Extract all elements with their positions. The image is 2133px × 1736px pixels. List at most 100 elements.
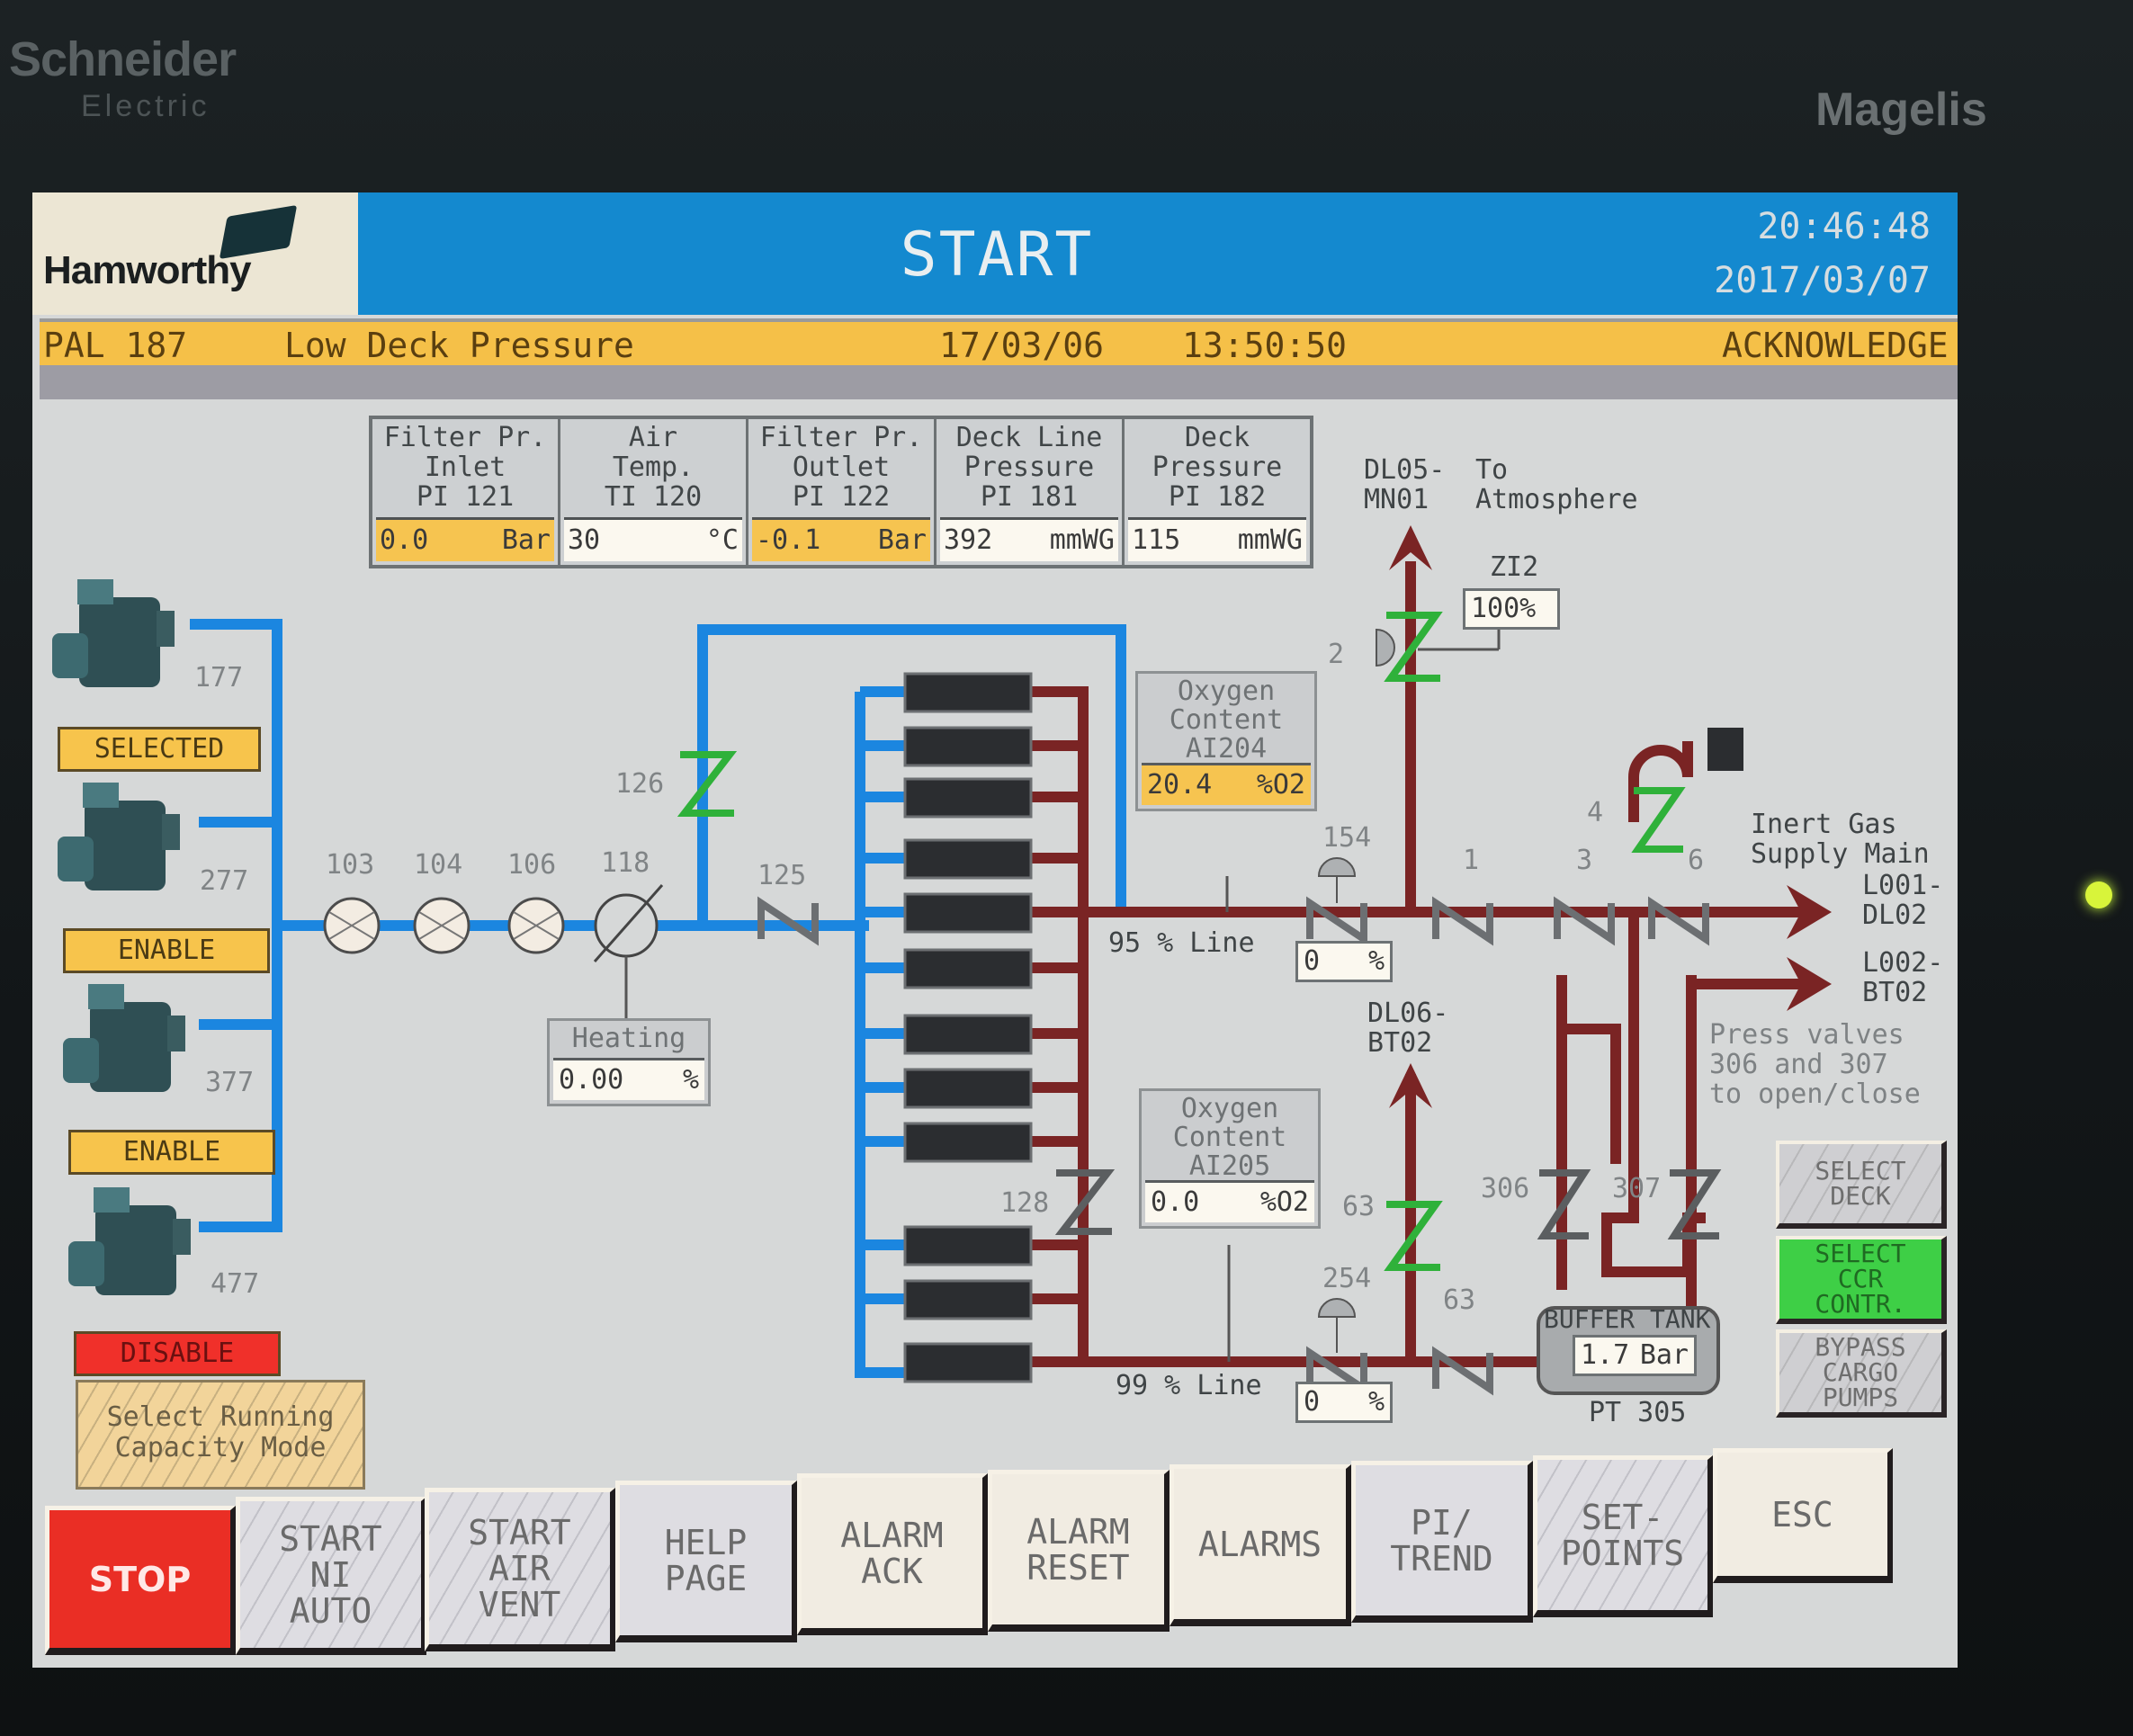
valve-3-tag: 3 (1576, 845, 1593, 876)
oxygen-ai205[interactable]: Oxygen Content AI205 0.0%O2 (1139, 1088, 1321, 1229)
blower-icon (58, 783, 180, 890)
heating-label: Heating (571, 1023, 686, 1054)
line-99-label: 99 % Line (1116, 1370, 1262, 1401)
filter-mesh (328, 911, 560, 940)
compressor-277-status[interactable]: ENABLE (63, 928, 270, 973)
valve-63b-tag: 63 (1443, 1284, 1476, 1316)
clock-time: 20:46:48 (1757, 206, 1931, 247)
select-deck-button[interactable]: SELECT DECK (1776, 1141, 1947, 1229)
l001-dl02-label: L001- DL02 (1862, 870, 1944, 931)
valve-2-tag: 2 (1328, 639, 1345, 670)
stop-button[interactable]: STOP (45, 1506, 236, 1655)
active-alarm-banner[interactable]: PAL 187 Low Deck Pressure 17/03/06 13:50… (40, 318, 1958, 365)
compressor-477-status[interactable]: DISABLE (74, 1331, 281, 1376)
valve-154-position: 0% (1295, 941, 1393, 982)
logo-text: Hamworthy (43, 248, 252, 292)
alarms-button[interactable]: ALARMS (1170, 1464, 1351, 1626)
valve-254-position: 0% (1295, 1382, 1393, 1423)
compressor-377-status[interactable]: ENABLE (68, 1130, 275, 1175)
alarm-state: ACKNOWLEDGE (1722, 326, 1949, 365)
compressor-id: 477 (211, 1268, 260, 1300)
clock-date: 2017/03/07 (1714, 260, 1931, 301)
zi2-label: ZI2 (1490, 551, 1539, 583)
valve-128-tag: 128 (1000, 1187, 1050, 1219)
heating-readout[interactable]: Heating 0.00% (547, 1018, 711, 1106)
compressor-377[interactable] (63, 984, 198, 1099)
sensor-ti120[interactable]: Air Temp. TI 120 30°C (560, 419, 748, 565)
valve-1-tag: 1 (1463, 845, 1480, 876)
alarm-reset-button[interactable]: ALARM RESET (988, 1470, 1170, 1632)
dl06-bt02-label: DL06- BT02 (1367, 998, 1449, 1059)
heating-value: 0.00% (553, 1058, 704, 1100)
to-atmosphere-label: To Atmosphere (1475, 454, 1638, 515)
compressor-id: 277 (200, 865, 249, 897)
open-valves (677, 612, 1686, 1271)
alarm-tag: PAL 187 (43, 326, 188, 365)
oxygen-value: 0.0%O2 (1145, 1180, 1314, 1222)
start-air-vent-button[interactable]: START AIR VENT (425, 1488, 615, 1651)
blower-icon (52, 579, 175, 687)
process-diagram (190, 525, 1832, 1396)
valve-125-tag: 125 (757, 860, 807, 891)
title-bar: START 20:46:48 2017/03/07 (358, 192, 1958, 315)
sensor-value: 30°C (564, 517, 742, 561)
sensor-label: Filter Pr. Inlet PI 121 (383, 422, 547, 513)
help-page-button[interactable]: HELP PAGE (615, 1481, 797, 1642)
brand-left-subtext: Electric (81, 89, 211, 123)
compressor-id: 377 (205, 1067, 255, 1098)
alarm-message: Low Deck Pressure (284, 326, 634, 365)
filter-icons (323, 897, 565, 954)
compressor-177-status[interactable]: SELECTED (58, 727, 261, 772)
blower-icon (63, 984, 185, 1092)
hmi-screen: Hamworthy START 20:46:48 2017/03/07 PAL … (32, 192, 1958, 1668)
valve-126-tag: 126 (615, 768, 665, 800)
esc-button[interactable]: ESC (1713, 1448, 1893, 1583)
inert-gas-main-label: Inert Gas Supply Main (1751, 809, 1930, 870)
bypass-cargo-pumps-button[interactable]: BYPASS CARGO PUMPS (1776, 1329, 1947, 1418)
blower-icon (68, 1187, 191, 1295)
alarm-ack-button[interactable]: ALARM ACK (797, 1473, 988, 1635)
sensor-label: Deck Pressure PI 182 (1152, 422, 1283, 513)
sensor-label: Filter Pr. Outlet PI 122 (759, 422, 923, 513)
setpoints-button[interactable]: SET- POINTS (1533, 1455, 1713, 1617)
dl05-mn01-label: DL05- MN01 (1364, 454, 1446, 515)
compressor-177[interactable] (52, 579, 187, 694)
valve-306-tag: 306 (1481, 1173, 1530, 1204)
filter-106-tag: 106 (507, 849, 557, 881)
sensor-label: Air Temp. TI 120 (604, 422, 703, 513)
valve-63-tag: 63 (1342, 1191, 1376, 1222)
pi-trend-button[interactable]: PI/ TREND (1351, 1461, 1533, 1623)
compressor-277[interactable] (58, 783, 193, 898)
start-ni-auto-button[interactable]: START NI AUTO (236, 1497, 426, 1655)
magelis-logo: Magelis (1815, 84, 1987, 136)
zi2-value: 100% (1463, 588, 1560, 630)
page-title: START (900, 219, 1094, 291)
vent-fan-icon (1707, 728, 1743, 771)
check-valves (757, 896, 1709, 1396)
oxygen-label: Oxygen Content AI204 (1169, 676, 1284, 765)
compressor-id: 177 (194, 662, 244, 694)
hamworthy-logo: Hamworthy (32, 192, 358, 315)
clock: 20:46:48 2017/03/07 (1714, 200, 1931, 308)
alarm-date: 17/03/06 (939, 326, 1105, 365)
valves-instruction-note: Press valves 306 and 307 to open/close (1709, 1019, 1921, 1110)
select-capacity-mode-button[interactable]: Select Running Capacity Mode (76, 1380, 365, 1490)
alarm-time: 13:50:50 (1182, 326, 1348, 365)
pt305-tag: PT 305 (1589, 1397, 1687, 1428)
oxygen-label: Oxygen Content AI205 (1172, 1093, 1287, 1182)
line-95-label: 95 % Line (1108, 927, 1255, 959)
power-led-icon (2085, 881, 2112, 908)
alarm-banner-secondary (40, 365, 1958, 399)
select-ccr-control-button[interactable]: SELECT CCR CONTR. (1776, 1236, 1947, 1324)
compressor-477[interactable] (68, 1187, 203, 1302)
oxygen-ai204[interactable]: Oxygen Content AI204 20.4%O2 (1135, 671, 1317, 811)
